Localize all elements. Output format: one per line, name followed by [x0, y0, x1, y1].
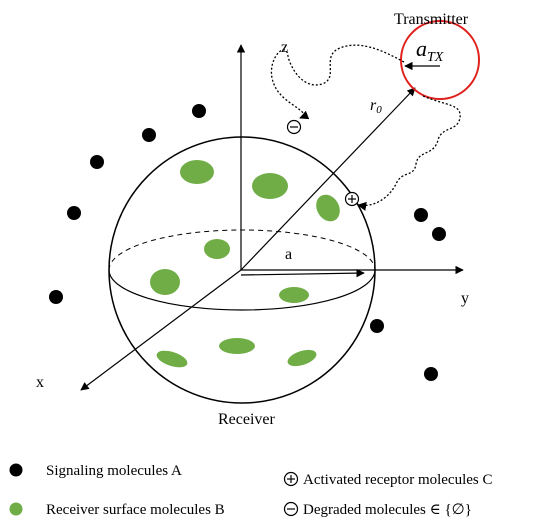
- equator-back: [108, 229, 376, 271]
- signaling-molecule: [370, 319, 384, 333]
- surface-molecule: [150, 269, 180, 295]
- surface-molecule: [279, 287, 309, 303]
- receiver-label: Receiver: [218, 411, 276, 428]
- y-axis-label: y: [461, 290, 469, 307]
- signaling-molecule: [90, 155, 104, 169]
- legend-item-surface: Receiver surface molecules B: [46, 502, 225, 518]
- receiver-surface-molecules: [150, 160, 340, 368]
- surface-molecule: [287, 349, 317, 367]
- surface-molecule: [316, 194, 340, 222]
- surface-molecule: [252, 173, 288, 199]
- x-axis: [80, 269, 242, 391]
- transmitter-circle: [400, 20, 480, 100]
- signaling-molecules: [49, 104, 446, 381]
- signaling-molecule: [49, 290, 63, 304]
- a-tx-label: aTX: [416, 36, 444, 65]
- x-axis-label: x: [36, 374, 44, 391]
- r0-arrow: [240, 87, 416, 271]
- legend-item-signaling: Signaling molecules A: [46, 463, 182, 479]
- diffusion-path-degraded: [270, 44, 405, 120]
- radius-label: a: [285, 246, 292, 263]
- surface-molecule: [204, 239, 230, 259]
- radius-arrow: [240, 268, 365, 278]
- equator-front: [108, 269, 376, 311]
- legend-green-dot-icon: [9, 502, 23, 516]
- legend-black-dot-icon: [9, 463, 23, 477]
- signaling-molecule: [432, 227, 446, 241]
- legend: Signaling molecules A Receiver surface m…: [9, 463, 493, 518]
- surface-molecule: [156, 350, 188, 368]
- z-axis-label: z: [281, 39, 288, 56]
- signaling-molecule: [142, 128, 156, 142]
- diffusion-path-activated: [357, 95, 461, 211]
- surface-molecule: [180, 160, 214, 184]
- signaling-molecule: [67, 206, 81, 220]
- transmitter-label: Transmitter: [394, 11, 469, 28]
- r0-label: r0: [370, 97, 382, 116]
- signaling-molecule: [192, 104, 206, 118]
- signaling-molecule: [414, 208, 428, 222]
- legend-item-degraded: Degraded molecules ∈ {∅}: [303, 502, 472, 518]
- signaling-molecule: [424, 367, 438, 381]
- legend-item-activated: Activated receptor molecules C: [303, 472, 493, 488]
- surface-molecule: [219, 338, 255, 354]
